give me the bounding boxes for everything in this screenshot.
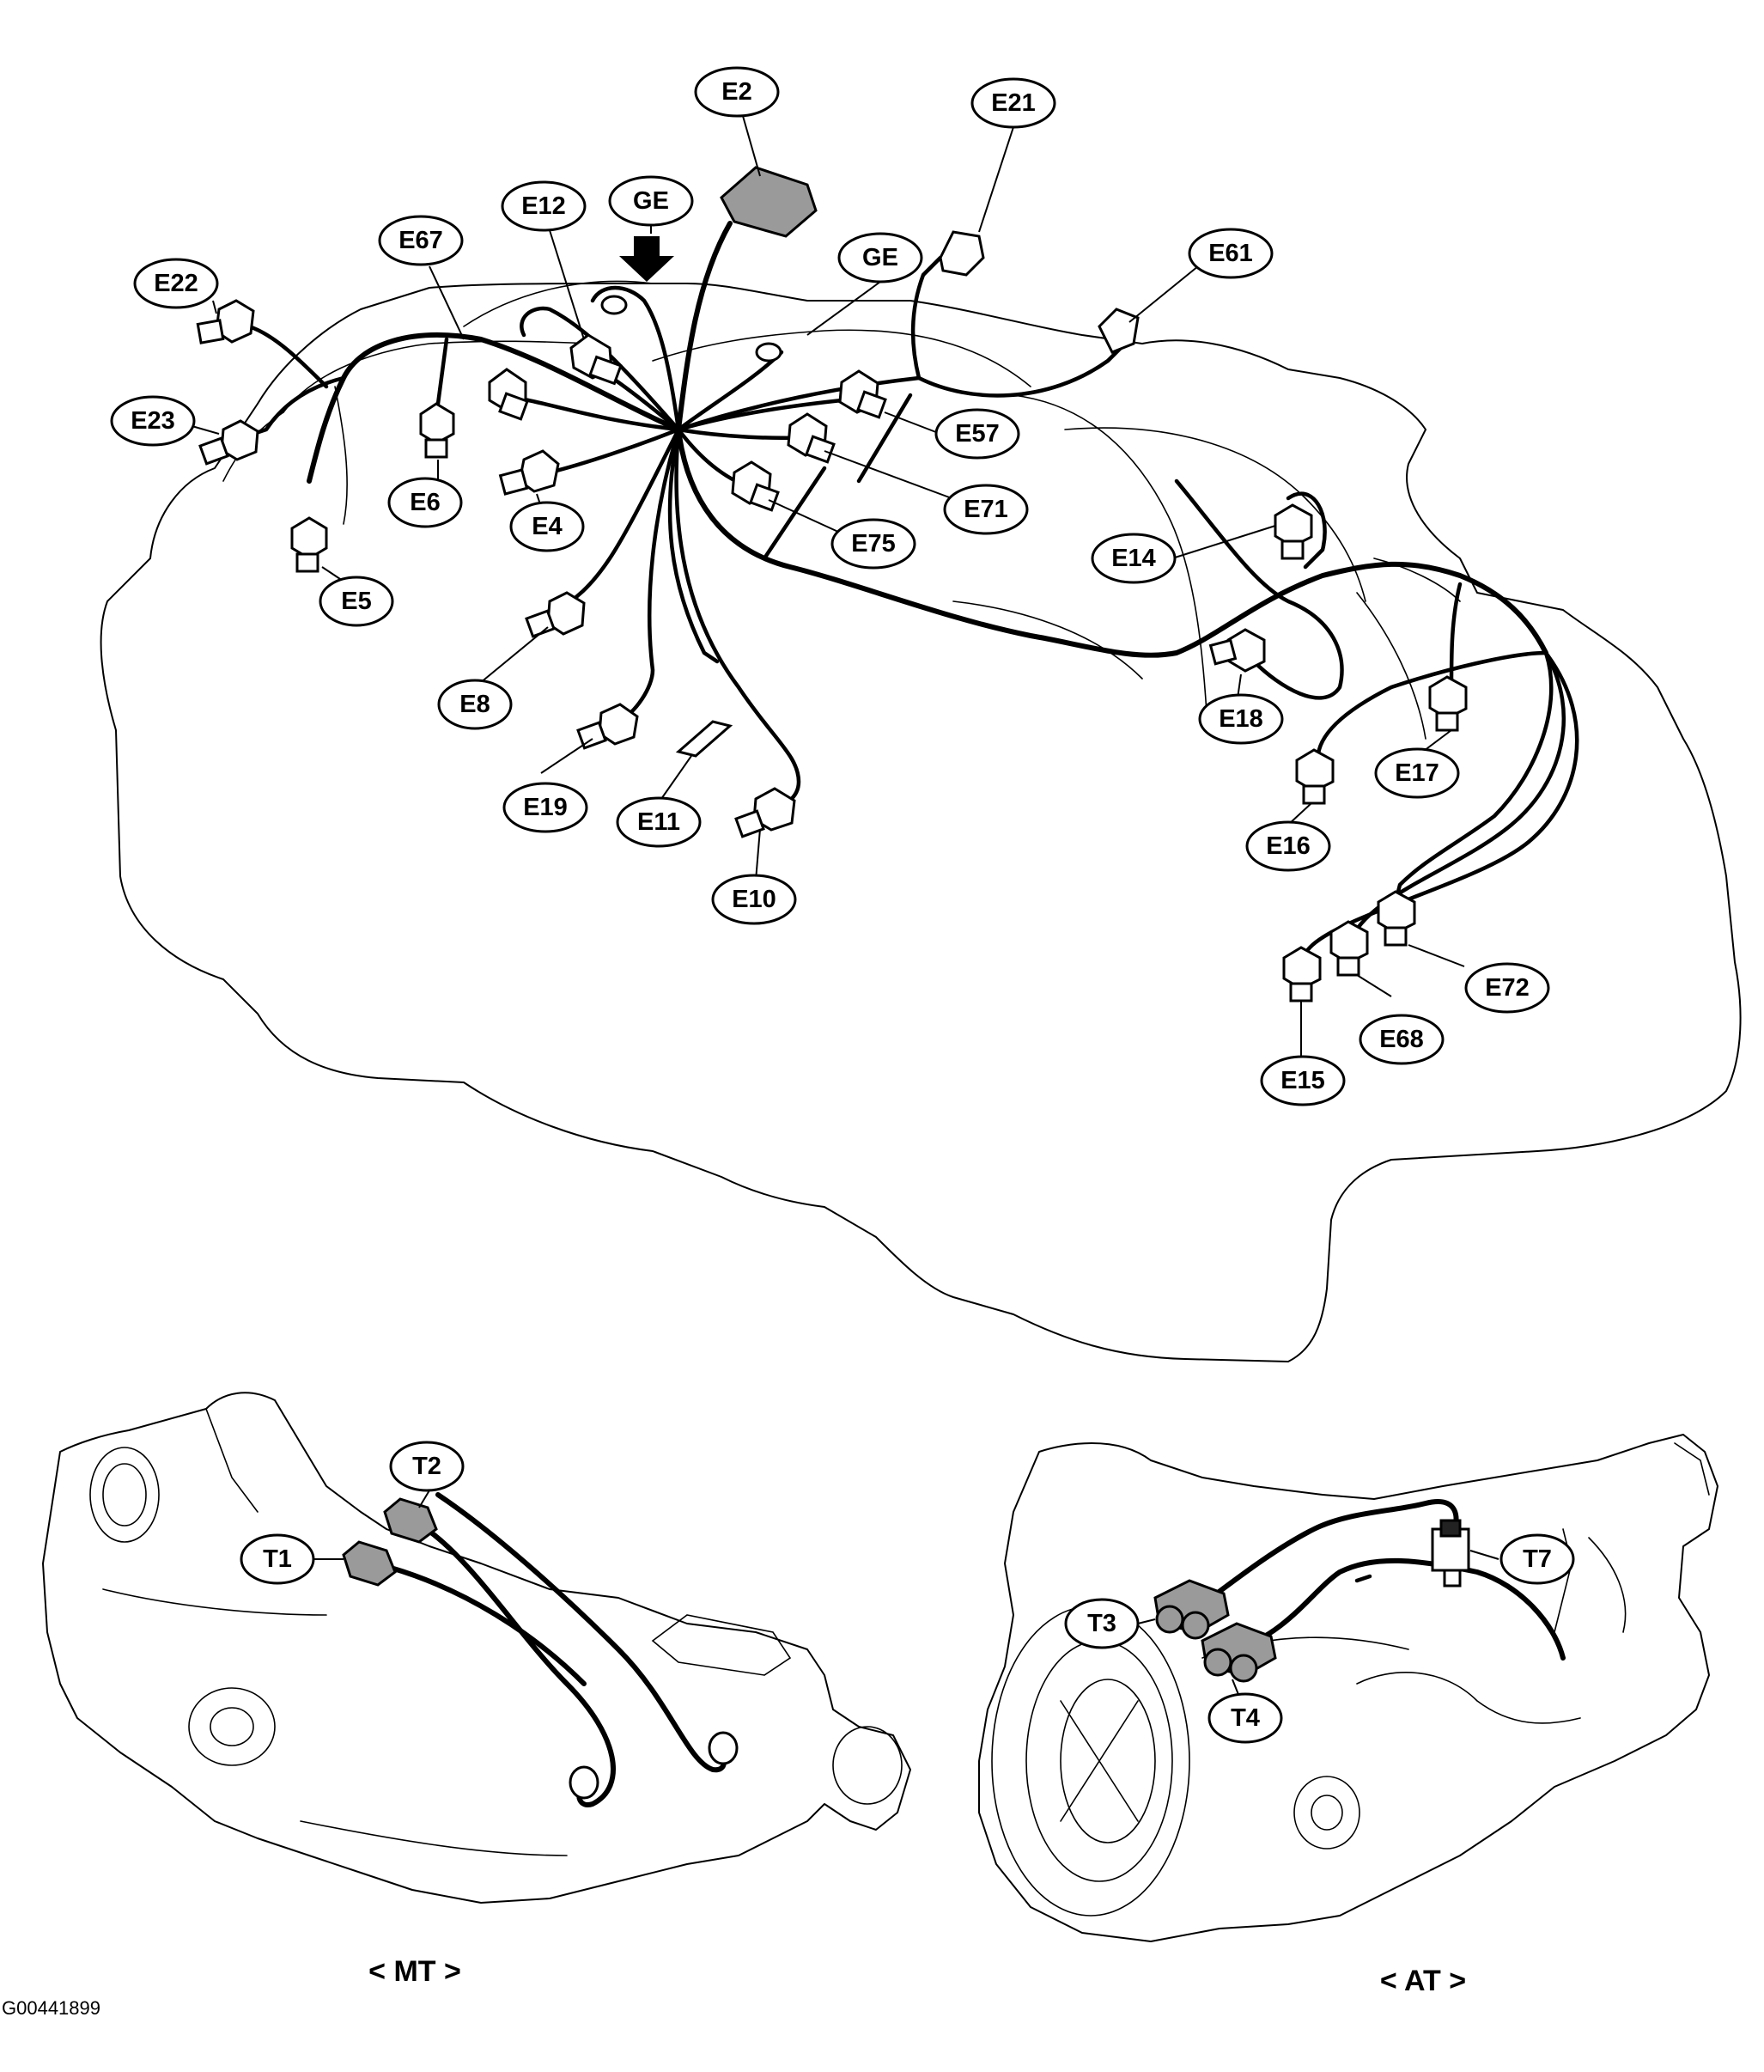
svg-text:E16: E16 (1266, 832, 1311, 860)
svg-text:T7: T7 (1523, 1545, 1552, 1573)
label-e14: E14 (1091, 533, 1177, 584)
label-e15: E15 (1260, 1055, 1346, 1106)
label-e67: E67 (378, 215, 464, 266)
svg-text:E18: E18 (1219, 705, 1263, 733)
label-e18: E18 (1198, 693, 1284, 745)
label-e2: E2 (694, 66, 780, 118)
caption-mt: < MT > (368, 1955, 461, 1988)
label-e72: E72 (1464, 962, 1550, 1014)
svg-text:E5: E5 (341, 588, 371, 615)
label-t1: T1 (240, 1533, 315, 1585)
svg-text:E12: E12 (521, 192, 566, 220)
label-e21: E21 (970, 77, 1056, 129)
label-e75: E75 (830, 518, 916, 570)
connector-e2-shape (720, 166, 818, 238)
label-e61: E61 (1188, 228, 1274, 279)
connector-e61-shape (1098, 308, 1140, 354)
svg-text:E61: E61 (1208, 240, 1253, 267)
svg-text:GE: GE (633, 187, 669, 215)
engine-connector-labels: E2 E21 E61 GE GE E12 E67 E22 (110, 66, 1550, 1106)
label-t4: T4 (1207, 1692, 1283, 1744)
label-e22: E22 (133, 258, 219, 309)
svg-text:E72: E72 (1485, 974, 1530, 1002)
label-e10: E10 (711, 874, 797, 925)
svg-text:T1: T1 (263, 1545, 292, 1573)
connector-e6-shape (419, 402, 455, 445)
ge-ground-arrow (619, 236, 674, 282)
ge-ring-right (755, 342, 782, 363)
svg-text:E14: E14 (1111, 545, 1156, 572)
svg-text:GE: GE (862, 244, 898, 271)
svg-text:E11: E11 (637, 808, 680, 836)
svg-text:E6: E6 (410, 489, 440, 516)
svg-text:E17: E17 (1395, 759, 1439, 787)
connector-e16-shape (1295, 748, 1335, 793)
svg-text:T3: T3 (1087, 1610, 1116, 1637)
svg-text:E71: E71 (964, 496, 1008, 523)
label-e23: E23 (110, 395, 196, 447)
mt-connector-labels: T2 T1 (240, 1441, 465, 1585)
svg-text:E21: E21 (991, 89, 1036, 117)
svg-text:T4: T4 (1231, 1704, 1260, 1732)
svg-text:E15: E15 (1280, 1067, 1325, 1094)
label-t2: T2 (389, 1441, 465, 1492)
svg-text:E57: E57 (955, 420, 1000, 448)
label-e4: E4 (509, 501, 585, 552)
connector-e68-shape (1329, 920, 1369, 965)
mt-transmission (42, 1392, 911, 1904)
svg-text:E67: E67 (398, 227, 443, 254)
connector-e17-shape (1428, 675, 1468, 720)
at-connector-labels: T3 T4 T7 (1064, 1533, 1575, 1744)
label-ge-top: GE (608, 175, 694, 227)
label-e71: E71 (943, 484, 1029, 535)
caption-at: < AT > (1380, 1965, 1466, 1997)
svg-text:E75: E75 (851, 530, 896, 558)
svg-text:E19: E19 (523, 794, 568, 821)
connector-e72-shape (1377, 890, 1416, 935)
label-e17: E17 (1374, 747, 1460, 799)
connector-e21-shape (939, 230, 985, 277)
svg-text:T2: T2 (412, 1453, 441, 1480)
svg-text:E22: E22 (154, 270, 198, 297)
engine-harness (208, 221, 1579, 973)
svg-text:E68: E68 (1379, 1026, 1424, 1053)
label-e16: E16 (1245, 820, 1331, 872)
label-e5: E5 (319, 576, 394, 627)
ge-ring-top (600, 295, 628, 315)
engine-body-outline (100, 280, 1742, 1362)
svg-text:E23: E23 (131, 407, 175, 435)
connector-e5-shape (290, 516, 328, 560)
label-e12: E12 (501, 180, 587, 232)
label-e19: E19 (502, 782, 588, 833)
connector-t2-shape (383, 1497, 438, 1544)
label-e8: E8 (437, 679, 513, 730)
connector-e14-shape (1274, 503, 1313, 548)
label-ge-right: GE (837, 232, 923, 283)
label-e68: E68 (1359, 1014, 1445, 1065)
connector-e11-shape (675, 720, 733, 758)
label-e6: E6 (387, 477, 463, 528)
connector-t7-shape (1431, 1527, 1470, 1572)
at-transmission (978, 1434, 1718, 1942)
label-e57: E57 (934, 408, 1020, 460)
label-t3: T3 (1064, 1598, 1140, 1649)
connector-t1-shape (342, 1540, 397, 1587)
svg-text:E8: E8 (459, 691, 490, 718)
svg-text:E4: E4 (532, 513, 562, 540)
label-t7: T7 (1499, 1533, 1575, 1585)
svg-text:E2: E2 (721, 78, 751, 106)
figure-id: G00441899 (2, 1997, 100, 2019)
svg-text:E10: E10 (732, 886, 776, 913)
connector-e15-shape (1282, 946, 1322, 990)
label-e11: E11 (616, 796, 702, 848)
engine-connector-shapes (196, 166, 1468, 1002)
